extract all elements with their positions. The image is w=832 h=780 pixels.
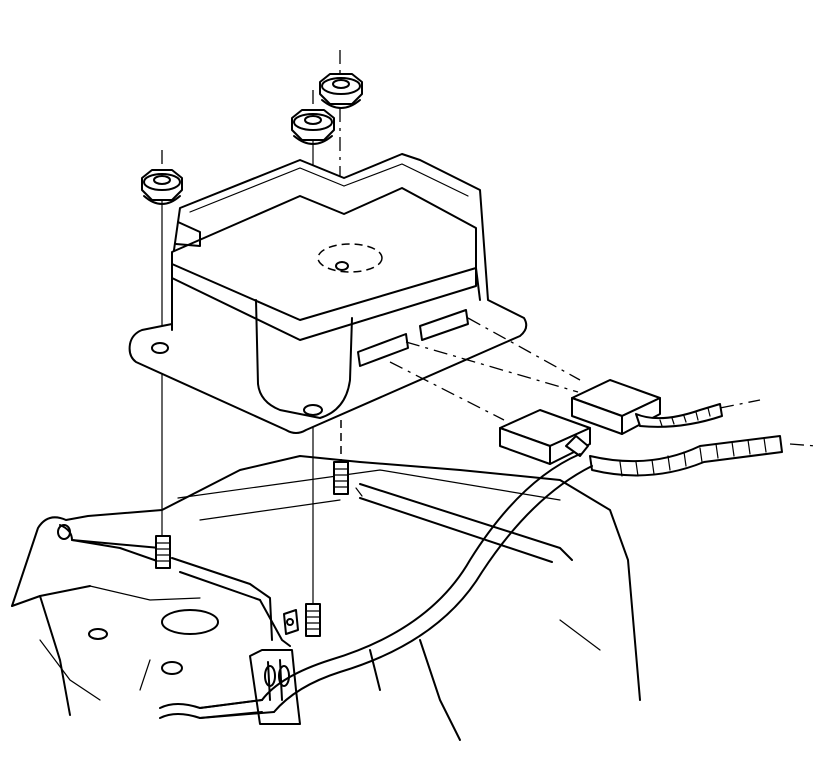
nut-left — [141, 169, 183, 205]
electrical-connector — [499, 379, 661, 465]
mounting-bracket — [11, 455, 641, 741]
stud-rear — [333, 461, 349, 495]
stud-right — [305, 603, 321, 637]
wiring-harness — [199, 403, 783, 719]
stud-left — [155, 535, 171, 569]
conduit-upper — [635, 403, 723, 428]
connector-alignment-lines — [389, 317, 817, 447]
connector-upper — [571, 379, 661, 435]
control-module — [128, 153, 528, 434]
stud — [155, 461, 349, 637]
conduit-lower — [589, 435, 783, 477]
nut-rear — [319, 73, 363, 109]
nut-center — [291, 109, 335, 145]
connector-lower — [499, 409, 591, 465]
nut — [141, 73, 363, 205]
